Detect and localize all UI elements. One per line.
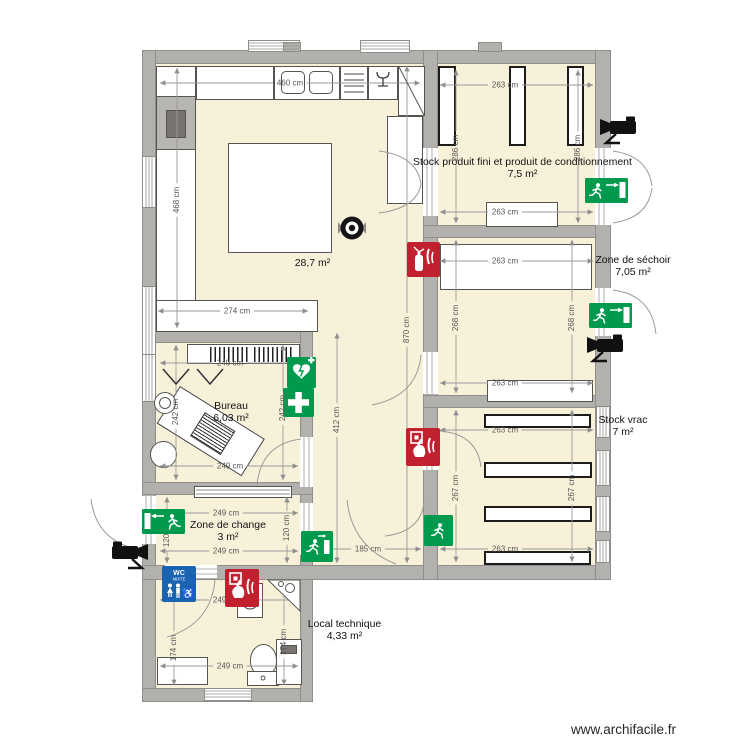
extractor-hood-core [166,110,186,138]
wheelchair-icon: ♿ [182,587,194,600]
emergency-exit-sign-icon [142,509,185,534]
fire-extinguisher-sign-icon [407,242,440,277]
wc-mixte-label: MIXTE [173,577,186,582]
fire-alarm-call-point-sign-icon [406,428,440,466]
wall [423,50,438,580]
window [596,450,610,486]
emergency-exit-sign-icon [424,515,453,546]
waste-bin-inner [159,397,171,409]
room-name: Zone de séchoir [595,254,671,266]
window [142,156,156,208]
dish-rack-unit [340,66,368,100]
window [596,540,610,563]
kitchen-corner-cabinet [398,66,425,116]
workbench [156,300,318,332]
emergency-exit-sign-icon [585,178,628,203]
room-label-zone-de-sechoir: Zone de séchoir 7,05 m² [583,254,683,278]
fire-alarm-call-point-sign-icon [225,569,259,607]
room-name: Local technique [307,618,382,630]
books [210,347,250,362]
room-name: Bureau [214,400,248,412]
storage-shelf [484,414,591,428]
cctv-camera-icon [587,334,623,363]
drying-rack-table [440,244,592,290]
window [142,354,156,402]
wall-block [478,42,502,52]
accessible-wc-sign-icon: WC MIXTE ♿ [162,566,196,602]
sink-basin [309,71,333,94]
door-opening [300,437,313,487]
room-label-local-technique: Local technique 4,33 m² [282,618,407,642]
books [254,347,292,362]
storage-shelf [484,551,591,565]
window [596,496,610,532]
dome-camera-icon [338,216,366,240]
storage-shelf [484,462,592,478]
room-area: 28,7 m² [294,257,331,269]
kitchen-counter-top [196,66,274,100]
storage-shelf [567,66,584,146]
locker-bench [194,486,292,498]
window [204,688,252,701]
water-heater-panel [281,645,297,654]
room-name: Zone de change [190,519,266,531]
room-label-zone-de-change: Zone de change 3 m² [167,519,289,543]
defibrillator-sign-icon [287,356,316,388]
table [486,202,558,227]
dishwasher [368,66,398,100]
room-area: 6,03 m² [213,412,249,424]
room-area: 7,05 m² [615,266,651,278]
storage-shelf [484,506,592,522]
wc-label: WC [173,570,185,577]
room-label-bureau: Bureau 6,03 m² [186,400,276,424]
cctv-camera-icon [600,116,636,145]
storage-shelf [509,66,526,146]
cctv-camera-icon [112,541,148,570]
room-area: 7 m² [612,426,634,438]
watermark: www.archifacile.fr [571,722,677,737]
bench [157,657,208,685]
wall-block [283,42,301,52]
room-label-stock-produit-fini: Stock produit fini et produit de conditi… [400,156,645,180]
room-area: 4,33 m² [326,630,363,642]
room-label-stock-vrac: Stock vrac 7 m² [583,414,663,438]
room-name: Stock produit fini et produit de conditi… [413,156,632,168]
first-aid-sign-icon [283,388,314,417]
window [360,40,410,53]
storage-shelf [438,66,456,146]
window [142,286,156,360]
work-island-table [228,143,332,253]
table [487,380,593,402]
emergency-exit-sign-icon [301,531,333,562]
room-name: Stock vrac [598,414,648,426]
door-opening [423,352,438,394]
room-area: 3 m² [217,531,239,543]
sink-basin [281,71,305,94]
room-floor-stock-vrac [438,408,595,565]
office-chair [150,441,177,468]
room-area: 7,5 m² [507,168,538,180]
room-label-main: 28,7 m² [270,257,355,269]
toilet-tank [247,671,279,686]
emergency-exit-sign-icon [589,303,632,328]
